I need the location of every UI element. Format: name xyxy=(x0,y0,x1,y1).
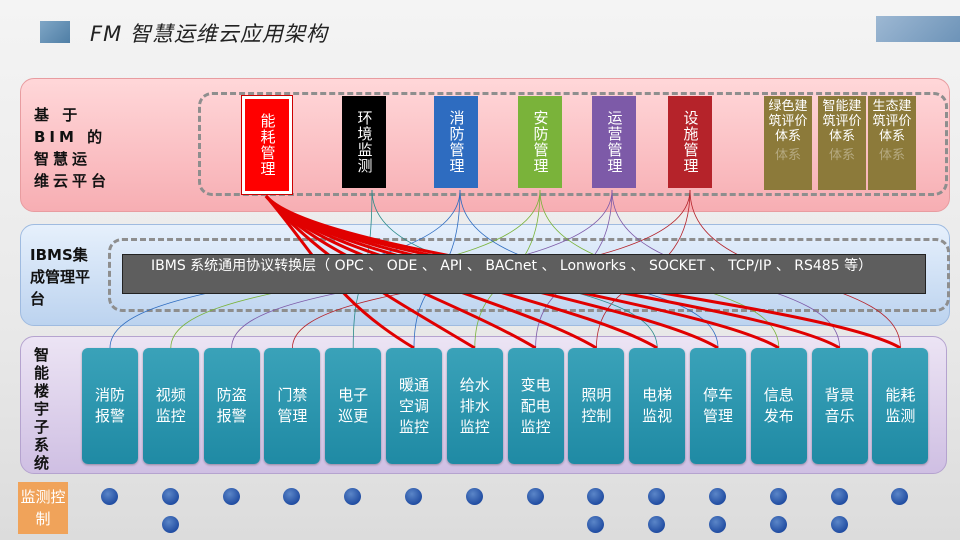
monitor-point-dot xyxy=(283,488,301,505)
subsystem-label: 电梯监视 xyxy=(642,386,673,425)
bim-layer-label: 基 于 BIM 的智慧运 维云平台 xyxy=(34,106,111,190)
evaluation-module: 绿色建筑评价体系体系 xyxy=(764,96,812,190)
monitor-point-dot xyxy=(222,488,240,505)
monitor-point-dot xyxy=(769,516,787,533)
monitor-point-dot xyxy=(465,488,483,505)
subsystem-label: 照明控制 xyxy=(581,386,612,425)
subsystem-box: 信息发布 xyxy=(750,348,807,464)
evaluation-module-reflection: 体系 xyxy=(774,148,801,163)
monitor-point-dot xyxy=(161,488,179,505)
subsystem-layer-label: 智能楼宇子系统 xyxy=(34,346,50,472)
evaluation-module-reflection: 体系 xyxy=(828,148,855,163)
monitor-point-dot xyxy=(830,488,848,505)
subsystem-label: 暖通空调监控 xyxy=(398,375,429,436)
ibms-layer-label: IBMS集成管理平台 xyxy=(30,246,91,308)
header-accent-bar xyxy=(876,16,960,42)
evaluation-module-label: 绿色建筑评价体系 xyxy=(768,99,808,144)
monitor-point-dot xyxy=(587,488,605,505)
evaluation-module: 生态建筑评价体系体系 xyxy=(868,96,916,190)
subsystem-label: 视频监控 xyxy=(155,386,186,425)
subsystem-box: 变电配电监控 xyxy=(507,348,564,464)
bim-module: 设施管理 xyxy=(668,96,712,188)
monitor-control-label: 监测控制 xyxy=(18,482,68,534)
subsystem-label: 防盗报警 xyxy=(216,386,247,425)
bim-module: 能耗管理 xyxy=(242,96,292,194)
subsystem-label: 变电配电监控 xyxy=(520,375,551,436)
monitor-point-dot xyxy=(709,488,726,505)
subsystem-label: 背景音乐 xyxy=(824,386,855,425)
page-title: FM 智慧运维云应用架构 xyxy=(90,22,328,46)
subsystem-label: 信息发布 xyxy=(763,386,794,425)
monitor-point-dot xyxy=(161,516,179,533)
ibms-protocol-layer: IBMS 系统通用协议转换层（ OPC 、 ODE 、 API 、 BACnet… xyxy=(122,254,926,294)
monitor-point-dot xyxy=(101,488,118,505)
subsystem-box: 给水排水监控 xyxy=(446,348,503,464)
header-accent-square xyxy=(40,21,70,43)
monitor-point-dot xyxy=(648,488,666,505)
subsystem-box: 暖通空调监控 xyxy=(386,348,442,464)
subsystem-label: 能耗监测 xyxy=(885,386,916,425)
subsystem-label: 门禁管理 xyxy=(277,386,308,425)
monitor-point-dot xyxy=(344,488,362,505)
ibms-protocol-group xyxy=(108,238,950,312)
subsystem-box: 背景音乐 xyxy=(811,348,868,464)
subsystem-label: 给水排水监控 xyxy=(459,375,490,436)
subsystem-label: 消防报警 xyxy=(94,386,125,425)
subsystem-box: 电子巡更 xyxy=(325,348,382,464)
bim-module: 环境监测 xyxy=(342,96,386,188)
evaluation-module: 智能建筑评价体系体系 xyxy=(818,96,866,190)
bim-module: 消防管理 xyxy=(434,96,478,188)
subsystem-box: 门禁管理 xyxy=(264,348,321,464)
monitor-point-dot xyxy=(830,516,848,533)
monitor-point-dot xyxy=(891,488,909,505)
subsystem-label: 停车管理 xyxy=(702,386,733,425)
subsystem-box: 能耗监测 xyxy=(872,348,929,464)
bim-modules-group xyxy=(198,92,948,196)
monitor-point-dot xyxy=(405,488,422,505)
evaluation-module-label: 生态建筑评价体系 xyxy=(872,99,912,144)
monitor-point-dot xyxy=(526,488,544,505)
monitor-point-dot xyxy=(709,516,726,533)
subsystem-box: 防盗报警 xyxy=(203,348,260,464)
monitor-point-dot xyxy=(587,516,605,533)
subsystem-box: 停车管理 xyxy=(690,348,746,464)
subsystem-box: 视频监控 xyxy=(142,348,199,464)
bim-module: 运营管理 xyxy=(592,96,636,188)
evaluation-module-reflection: 体系 xyxy=(878,148,905,163)
subsystem-box: 消防报警 xyxy=(82,348,138,464)
monitor-point-dot xyxy=(648,516,666,533)
subsystem-box: 照明控制 xyxy=(568,348,625,464)
subsystem-box: 电梯监视 xyxy=(629,348,686,464)
subsystem-label: 电子巡更 xyxy=(338,386,369,425)
monitor-point-dot xyxy=(769,488,787,505)
evaluation-module-label: 智能建筑评价体系 xyxy=(822,99,862,144)
bim-module: 安防管理 xyxy=(518,96,562,188)
